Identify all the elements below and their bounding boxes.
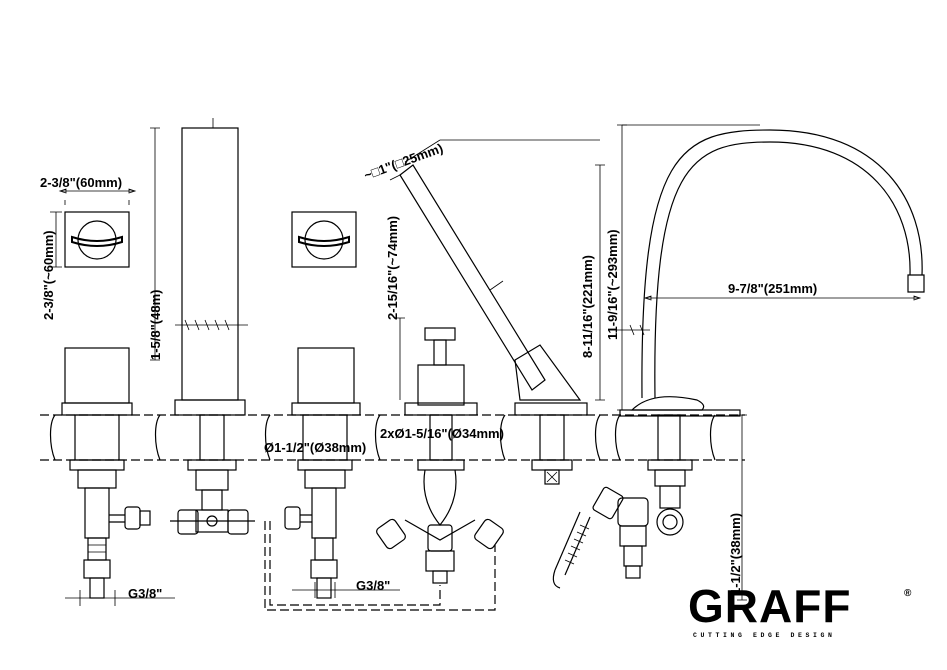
dim-spout-reach: 9-7/8"(251mm) (728, 281, 817, 296)
middle-valve (284, 347, 361, 599)
dim-deck-thickness: 1-1/2"(38mm) (728, 513, 743, 595)
spout (615, 124, 925, 601)
thread-leaders (65, 582, 400, 606)
dim-handshower-size: ~□1"(□25mm) (362, 140, 445, 182)
registered-mark: ® (904, 588, 912, 599)
brand-name: GRAFF (688, 580, 851, 632)
dim-spout-height: 11-9/16"(~293mm) (605, 229, 620, 340)
dim-thread-left: G3/8" (128, 586, 162, 601)
graff-logo: GRAFF ® CUTTING EDGE DESIGN (688, 580, 912, 639)
tall-stem (150, 118, 255, 535)
dim-handle-width: 2-3/8"(60mm) (40, 175, 122, 190)
hose (552, 486, 624, 589)
dim-holder-diameter: 2xØ1-5/16"(Ø34mm) (380, 426, 504, 441)
dim-stem-height: 1-5/8"(48m) (148, 290, 163, 360)
diverter (376, 327, 504, 584)
handshower (389, 139, 605, 485)
middle-handle-top-view (291, 211, 357, 268)
brand-tagline: CUTTING EDGE DESIGN (693, 632, 836, 639)
dim-handle-height: 2-3/8"(~60mm) (41, 230, 56, 320)
left-valve (61, 347, 151, 599)
dim-body-diameter: Ø1-1/2"(Ø38mm) (264, 440, 366, 455)
dim-thread-middle: G3/8" (356, 578, 390, 593)
dim-handshower-height: 8-11/16"(221mm) (580, 255, 595, 358)
dim-handshower-offset: 2-15/16"(~74mm) (385, 216, 400, 320)
deck-outline (40, 414, 745, 461)
left-handle-top-view (50, 188, 137, 268)
supply-lines (264, 521, 496, 611)
